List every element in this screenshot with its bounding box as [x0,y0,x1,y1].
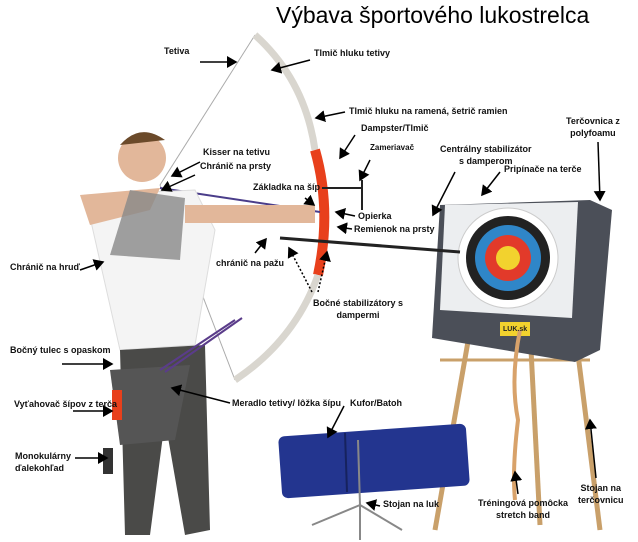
pointer-arrows [62,56,606,511]
label-line: dampermi [336,310,380,320]
label-dampener: Dampster/Tlmič [361,123,429,133]
page-title: Výbava športového lukostrelca [276,2,590,28]
bow-case [278,423,470,499]
target-boss [432,200,612,362]
label-sight: Zameriavač [370,143,415,152]
label-finger-sling: Remienok na prsty [354,224,435,234]
label-string: Tetiva [164,46,190,56]
label-line: Centrálny stabilizátor [440,144,532,154]
label-central-stabilizer: Centrálny stabilizátor s damperom [440,143,532,167]
label-line: terčovnicu [578,495,624,505]
label-kisser: Kisser na tetivu [203,147,271,157]
label-target-boss: Terčovnica z polyfoamu [566,115,620,139]
label-nock-point: Základka na šíp [253,182,321,192]
archer [80,132,315,535]
label-limb-silencer: Tlmič hluku na ramená, šetrič ramien [349,106,508,116]
label-line: polyfoamu [570,128,616,138]
label-stretch-band: Tréningová pomôcka stretch band [478,497,568,521]
label-chest-guard: Chránič na hruď [10,262,80,272]
label-side-stabilizers: Bočné stabilizátory s dampermi [313,297,403,321]
side-stabilizer-arrows [287,246,331,293]
label-arrow-puller: Vyťahovač šípov z terča [14,399,118,409]
label-arrow-rest: Opierka [358,211,392,221]
label-line: Bočné stabilizátory s [313,298,404,308]
label-line: ďalekohľad [15,463,64,473]
label-line: Monokulárny [15,451,72,461]
label-arm-guard: chránič na pažu [216,258,285,268]
label-line: stretch band [496,510,551,520]
target-logo: LUK.sk [503,326,528,333]
label-bow-stand: Stojan na luk [383,499,440,509]
label-monocular: Monokulárny ďalekohľad [15,450,71,474]
label-case: Kufor/Batoh [350,398,402,408]
label-quiver: Bočný tulec s opaskom [10,345,111,355]
label-line: Terčovnica z [566,116,620,126]
label-finger-tab: Chránič na prsty [200,161,272,171]
label-line: s damperom [459,156,513,166]
label-target-stand: Stojan na terčovnicu [578,482,624,506]
label-target-pins: Pripínače na terče [504,164,582,174]
label-bow-square: Meradlo tetivy/ lôžka šípu [232,398,342,408]
label-line: Stojan na [580,483,622,493]
label-line: Tréningová pomôcka [478,498,569,508]
label-string-silencer: Tlmič hluku tetivy [314,48,391,58]
